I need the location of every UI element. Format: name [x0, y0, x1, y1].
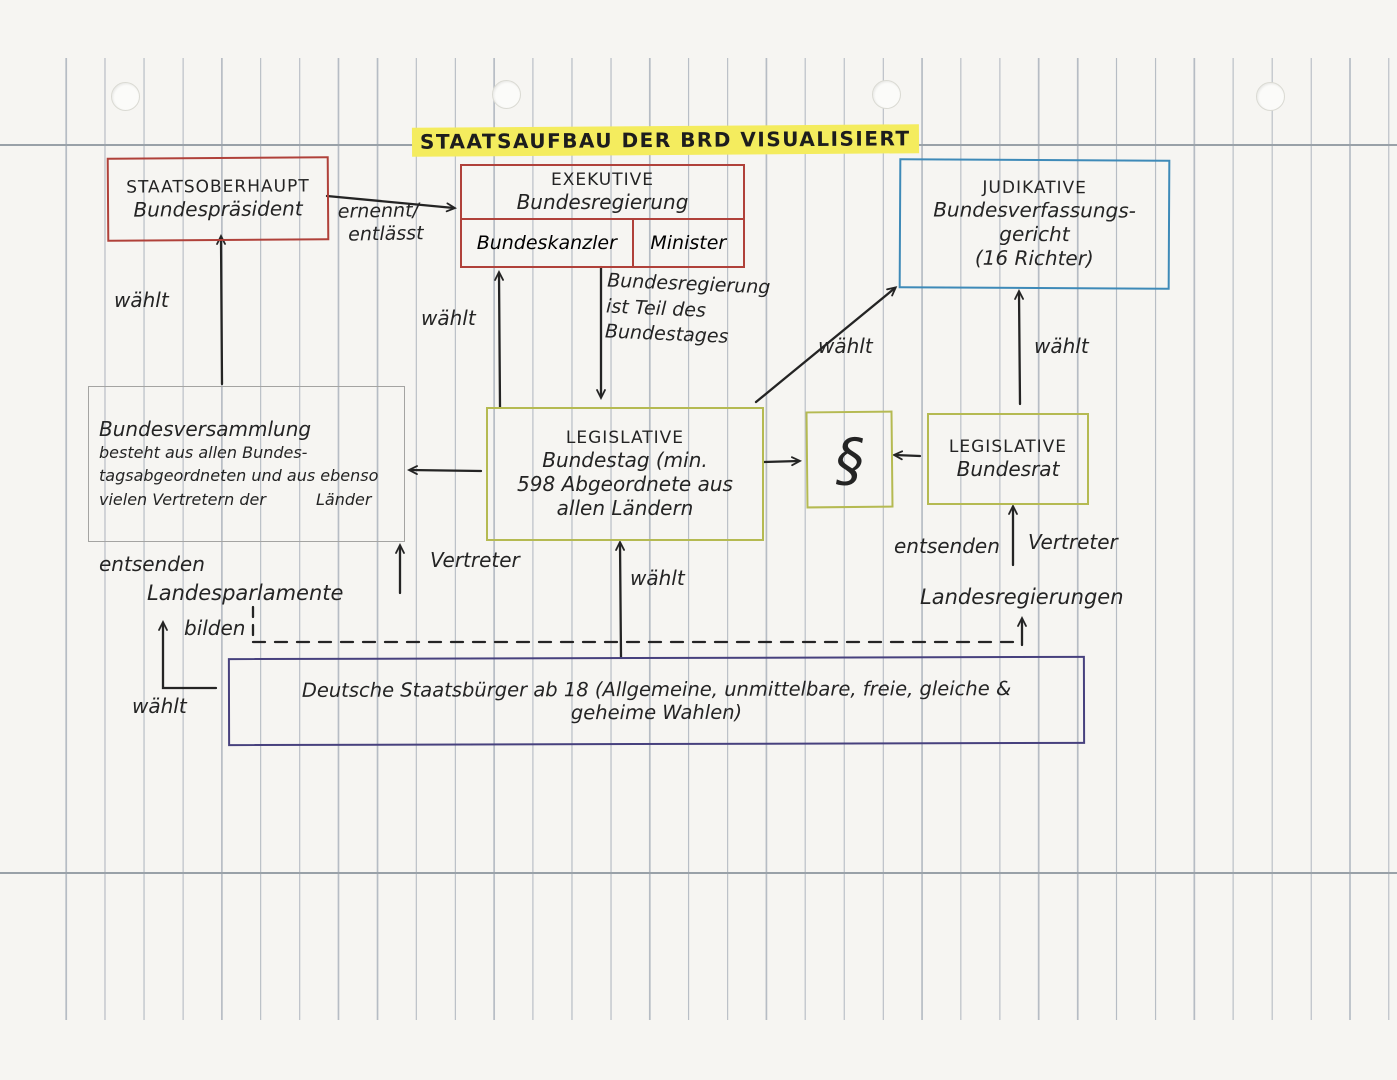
- box-bundestag: LEGISLATIVE Bundestag (min. 598 Abgeordn…: [486, 407, 764, 541]
- richter-count: (16 Richter): [974, 245, 1094, 271]
- bundesrat-label: Bundesrat: [956, 457, 1060, 481]
- bundesregierung-label: Bundesregierung: [516, 190, 689, 215]
- exekutive-header: EXEKUTIVE Bundesregierung: [462, 166, 743, 218]
- bundespraesident-label: Bundespräsident: [133, 196, 303, 222]
- box-staatsoberhaupt: STAATSOBERHAUPT Bundespräsident: [106, 156, 330, 242]
- label-vertreter: Vertreter: [430, 548, 520, 572]
- margin-line-bottom: [0, 872, 1397, 874]
- punch-hole: [1256, 82, 1285, 111]
- exekutive-subrow: Bundeskanzler Minister: [462, 218, 743, 266]
- box-deutsche-staatsbuerger: Deutsche Staatsbürger ab 18 (Allgemeine,…: [227, 655, 1086, 747]
- label-waehlt: wählt: [1034, 334, 1089, 358]
- bundestag-line2: 598 Abgeordnete aus: [517, 472, 733, 496]
- legislative-label: LEGISLATIVE: [948, 437, 1068, 457]
- punch-hole: [111, 82, 140, 111]
- bundesversammlung-desc: besteht aus allen Bundes- tagsabgeordnet…: [99, 441, 394, 511]
- label-entsenden: entsenden: [99, 552, 205, 576]
- judikative-label: JUDIKATIVE: [982, 177, 1087, 199]
- label-bilden: bilden: [184, 616, 246, 640]
- ernennt-line: ernennt/: [337, 199, 420, 223]
- bundesverfassungsgericht-line2: gericht: [999, 221, 1070, 247]
- box-bundesversammlung: Bundesversammlung besteht aus allen Bund…: [88, 386, 405, 542]
- label-vertreter: Vertreter: [1028, 530, 1118, 554]
- bundestag-line3: allen Ländern: [556, 496, 694, 520]
- label-waehlt: wählt: [630, 566, 685, 590]
- punch-hole: [492, 80, 521, 109]
- desc-line: tagsabgeordneten und aus: [99, 466, 316, 486]
- bundestag-line1: Bundestag (min.: [542, 448, 708, 472]
- staatsoberhaupt-label: STAATSOBERHAUPT: [126, 176, 310, 198]
- label-entsenden: entsenden: [894, 534, 1000, 558]
- box-bundesrat: LEGISLATIVE Bundesrat: [927, 413, 1089, 505]
- label-waehlt: wählt: [132, 694, 187, 718]
- label-waehlt: wählt: [114, 288, 169, 312]
- label-waehlt: wählt: [421, 306, 476, 330]
- page-title: STAATSAUFBAU DER BRD VISUALISIERT: [411, 124, 919, 157]
- punch-hole: [872, 80, 901, 109]
- bundesverfassungsgericht-line1: Bundesverfassungs-: [933, 197, 1136, 223]
- bundesversammlung-label: Bundesversammlung: [99, 417, 312, 442]
- label-regierung-teil-note: Bundesregierung ist Teil des Bundestages: [604, 268, 771, 352]
- entlaesst-line: entlässt: [348, 222, 424, 246]
- desc-line: Länder: [316, 489, 372, 509]
- box-judikative: JUDIKATIVE Bundesverfassungs- gericht (1…: [898, 158, 1171, 290]
- bundeskanzler-cell: Bundeskanzler: [462, 220, 634, 266]
- citizens-line2: geheime Wahlen): [570, 700, 743, 725]
- paragraph-icon: §: [834, 425, 865, 494]
- box-exekutive: EXEKUTIVE Bundesregierung Bundeskanzler …: [460, 164, 745, 268]
- label-landesregierungen: Landesregierungen: [920, 585, 1124, 609]
- label-ernennt-entlaesst: ernennt/ entlässt: [338, 199, 424, 246]
- desc-line: besteht aus allen Bundes-: [99, 443, 308, 463]
- citizens-line1: Deutsche Staatsbürger ab 18 (Allgemeine,…: [301, 677, 1012, 702]
- label-landesparlamente: Landesparlamente: [147, 581, 344, 605]
- label-waehlt: wählt: [818, 334, 873, 358]
- desc-line: ebenso vielen Vertretern der: [99, 466, 379, 509]
- legislative-label: LEGISLATIVE: [565, 428, 685, 448]
- box-paragraph-symbol: §: [805, 410, 894, 509]
- minister-cell: Minister: [650, 232, 727, 255]
- exekutive-label: EXEKUTIVE: [550, 170, 655, 191]
